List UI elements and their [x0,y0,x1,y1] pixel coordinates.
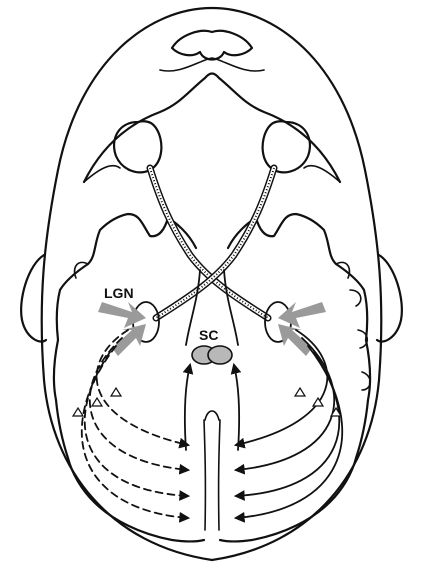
left-eye [114,121,161,172]
left-dashed-fibers [82,330,188,518]
midline-left [204,420,205,530]
head-outline [42,8,382,560]
right-solid-fibers [236,330,342,518]
lgn-label: LGN [104,285,134,301]
right-eye [263,121,310,172]
left-hemisphere-outline [54,214,204,542]
sc-label: SC [199,327,218,343]
right-hemisphere-outline [220,214,370,542]
optic-pathway [150,168,274,345]
midline-right [219,420,220,530]
nose [172,31,252,60]
right-gyri [336,262,370,390]
right-to-sc-arrow [234,365,239,450]
left-to-sc-arrow [185,365,190,450]
midline-tip [205,411,219,420]
sc-right-lobe [208,346,232,364]
